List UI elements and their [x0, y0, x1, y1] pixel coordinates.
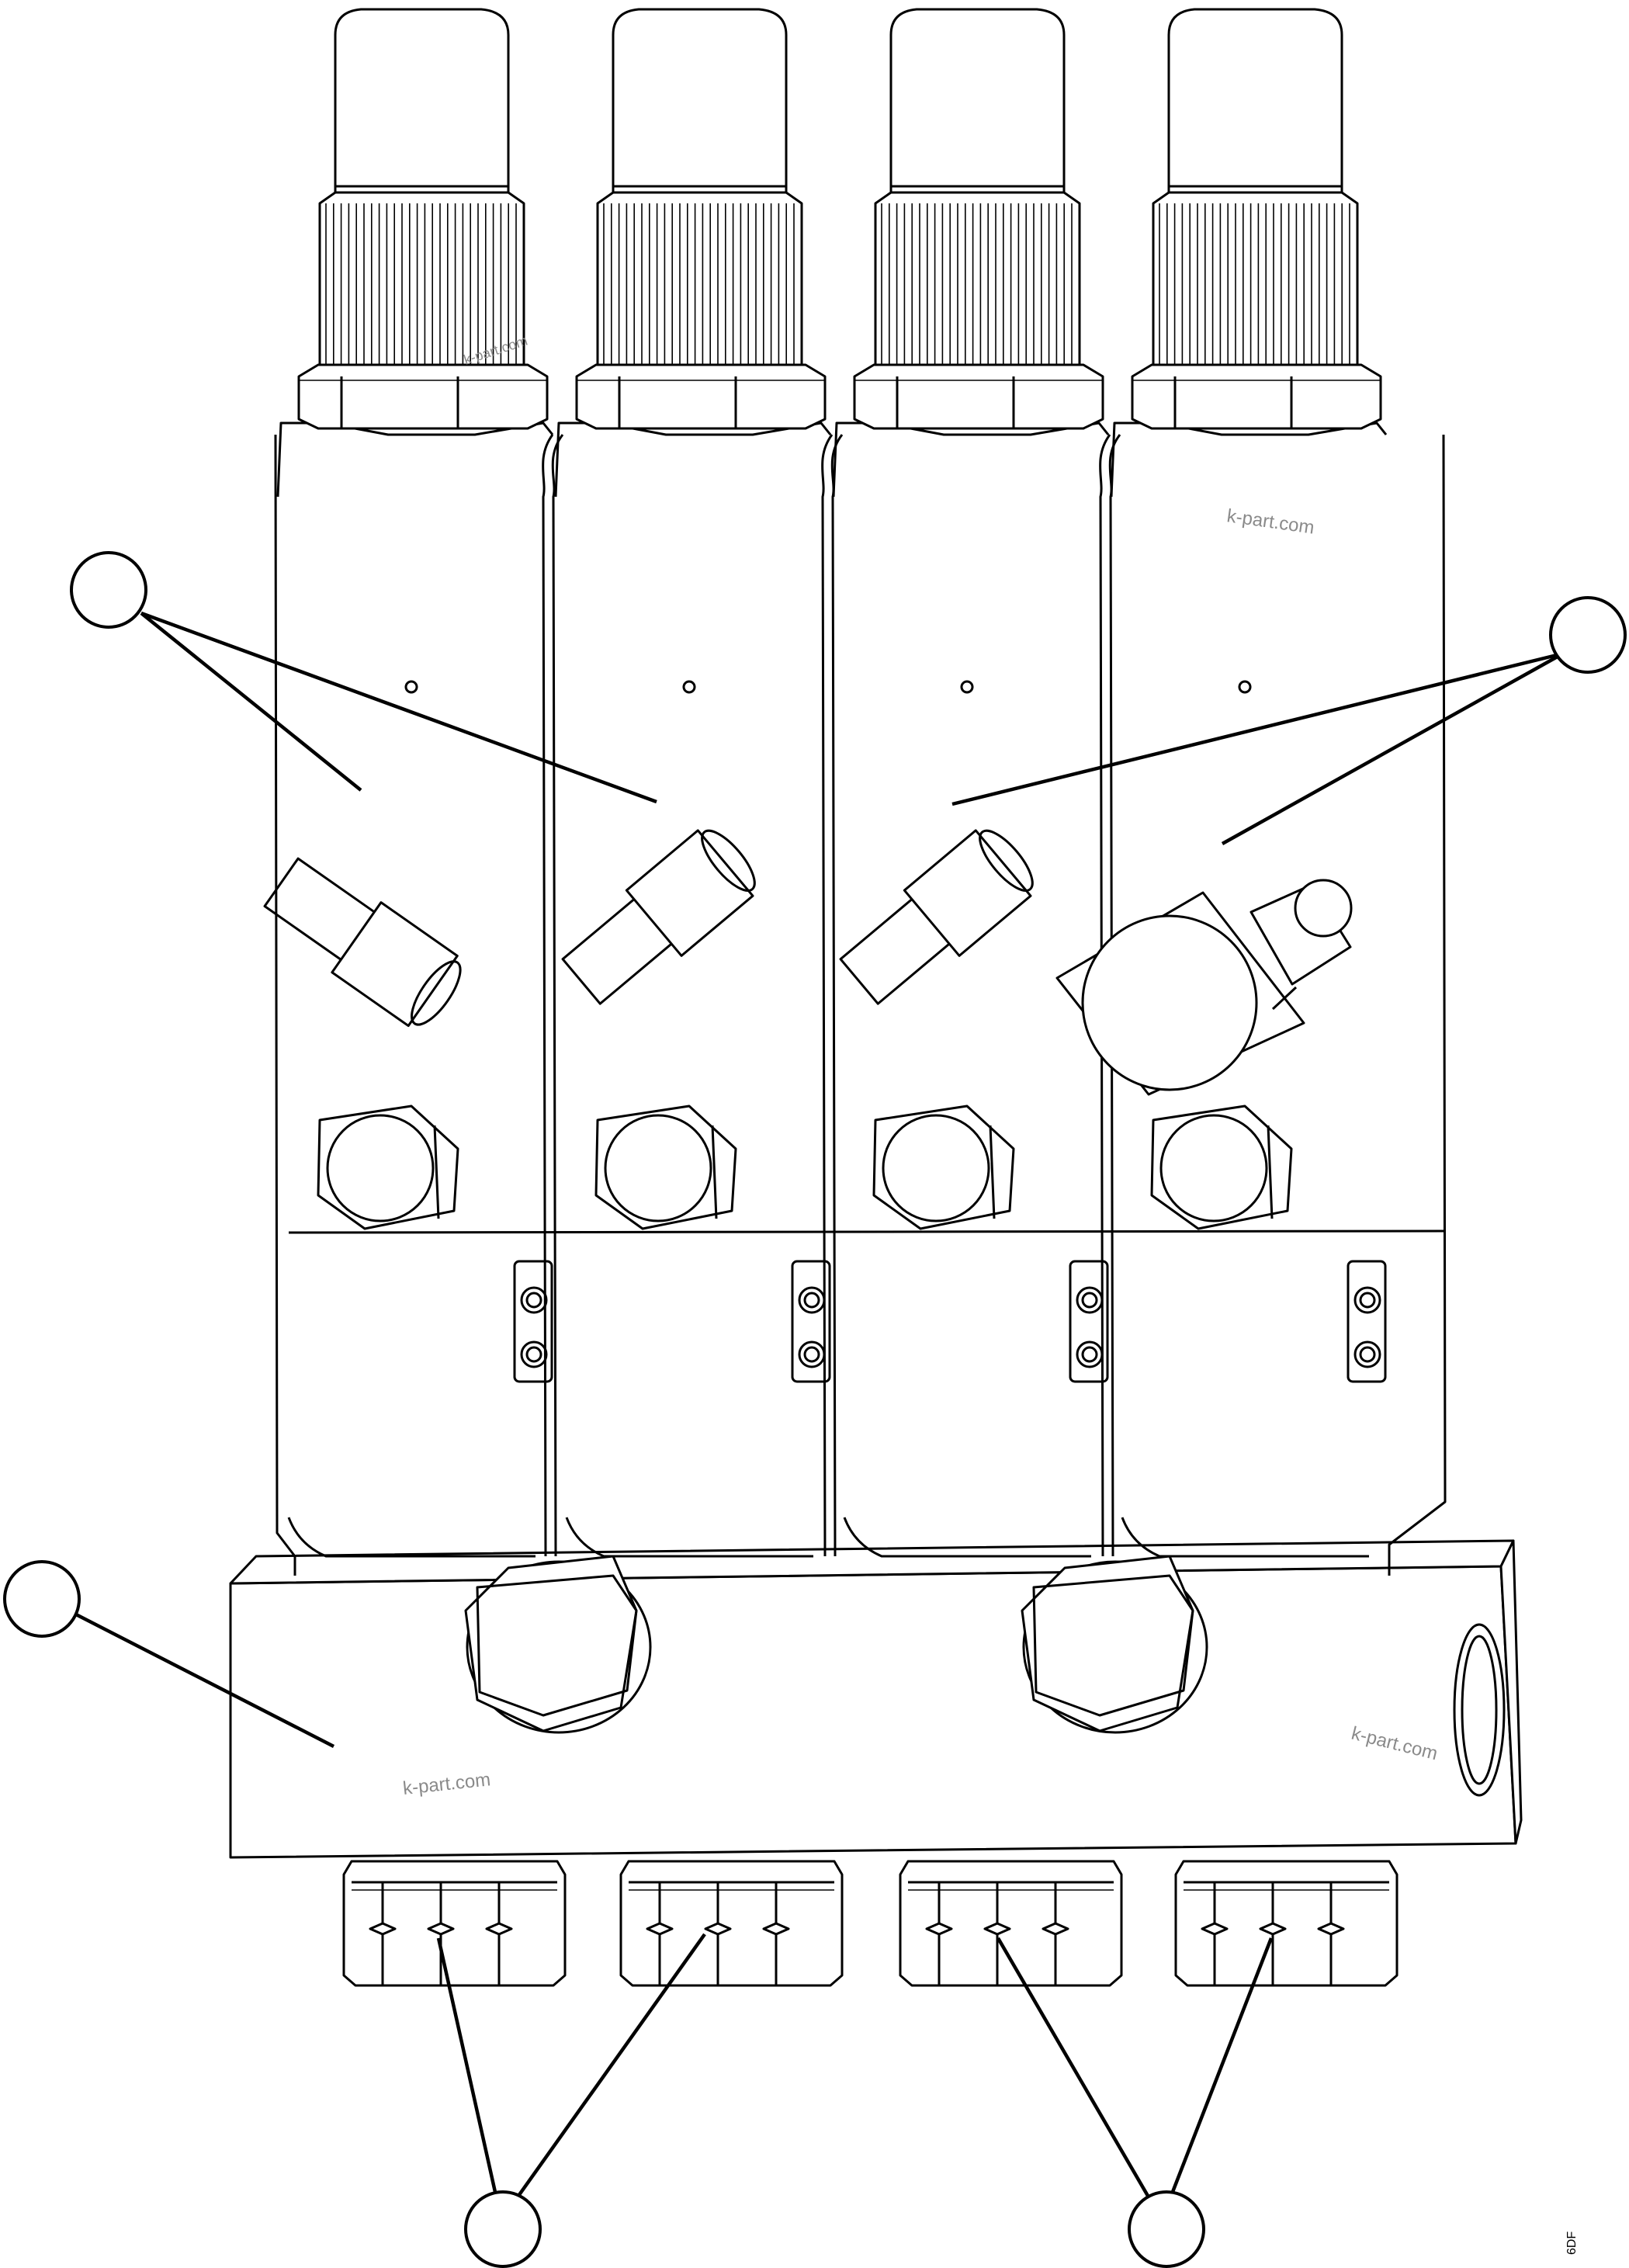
watermark: k-part.com: [1225, 505, 1315, 539]
stack-right-edge: [1388, 434, 1447, 1576]
manifold-hex-plug-left: [464, 1555, 652, 1734]
stack-left-edge: [274, 434, 296, 1576]
indicator-fitting: [1055, 879, 1353, 1096]
valve-section-2: [554, 8, 832, 1558]
section-seams: [542, 434, 1121, 1557]
callout-bottom-right: [1128, 2190, 1205, 2268]
outlet-nut-3: [899, 1860, 1123, 1987]
callout-upper-left: [70, 551, 147, 629]
outlet-nut-2: [619, 1860, 844, 1987]
outlet-nut-4: [1174, 1860, 1399, 1987]
valve-sections: [263, 8, 1388, 1558]
valve-section-4: [1110, 8, 1388, 1558]
callout-bottom-left: [464, 2190, 542, 2268]
callout-upper-right: [1549, 596, 1627, 674]
manifold-hex-plug-right: [1021, 1555, 1208, 1734]
callout-base: [3, 1560, 81, 1638]
valve-section-1: [263, 8, 554, 1558]
stack-split-line: [288, 1229, 1444, 1234]
leader-lines: [75, 611, 1565, 2221]
manifold-base-block: [229, 1539, 1523, 1859]
figure-code: 6DF: [1565, 2232, 1579, 2255]
outlet-nuts: [342, 1860, 1399, 1987]
outlet-nut-1: [342, 1860, 567, 1987]
valve-section-3: [832, 8, 1110, 1558]
